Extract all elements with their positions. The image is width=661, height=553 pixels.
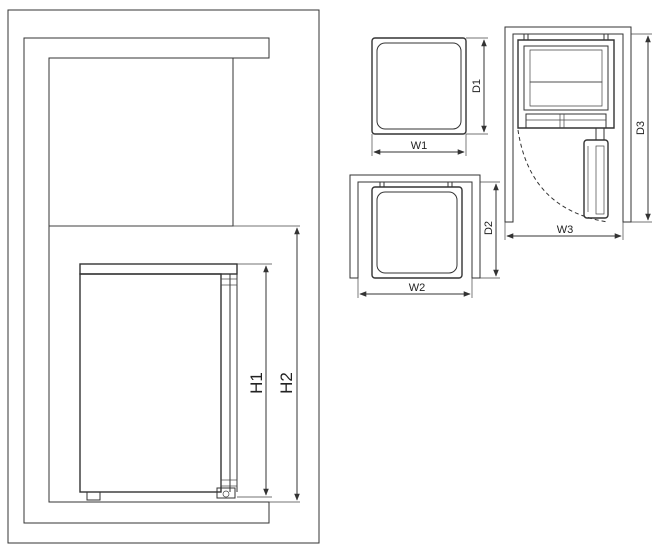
inner-shelf — [525, 113, 607, 129]
door-swing-arc — [517, 129, 609, 223]
fridge-body — [79, 273, 222, 493]
front-view-border — [7, 9, 320, 544]
w3-label: W3 — [557, 224, 574, 236]
fridge-top-outline-1 — [371, 37, 467, 135]
upper-cabinet — [48, 57, 234, 227]
top-view-w3-d3: D3 W3 — [504, 26, 652, 240]
front-view-panel: H1 H2 — [7, 9, 320, 544]
niche-walls-3 — [504, 26, 632, 223]
h1-label: H1 — [247, 372, 266, 394]
fridge-top-panel — [79, 263, 238, 275]
niche-walls-2 — [349, 174, 481, 279]
top-view-w1-d1: D1 W1 — [371, 37, 488, 156]
d2-label: D2 — [483, 221, 495, 235]
door-hinge-bottom — [220, 479, 238, 487]
d3-label: D3 — [635, 121, 647, 135]
w2-label: W2 — [409, 282, 426, 294]
w1-label: W1 — [411, 140, 428, 152]
d1-label: D1 — [471, 79, 483, 93]
wall-niche — [23, 37, 270, 524]
fridge-top-outline-2 — [371, 186, 463, 279]
fridge-foot-right — [216, 487, 236, 499]
fridge-body-top-3 — [517, 39, 615, 129]
refrigerator-front — [79, 263, 238, 501]
open-door — [583, 139, 609, 219]
h2-label: H2 — [277, 372, 296, 394]
top-view-w2-d2: D2 W2 — [349, 174, 500, 298]
fridge-foot-left — [86, 491, 101, 501]
door-hinge-top — [220, 278, 238, 286]
